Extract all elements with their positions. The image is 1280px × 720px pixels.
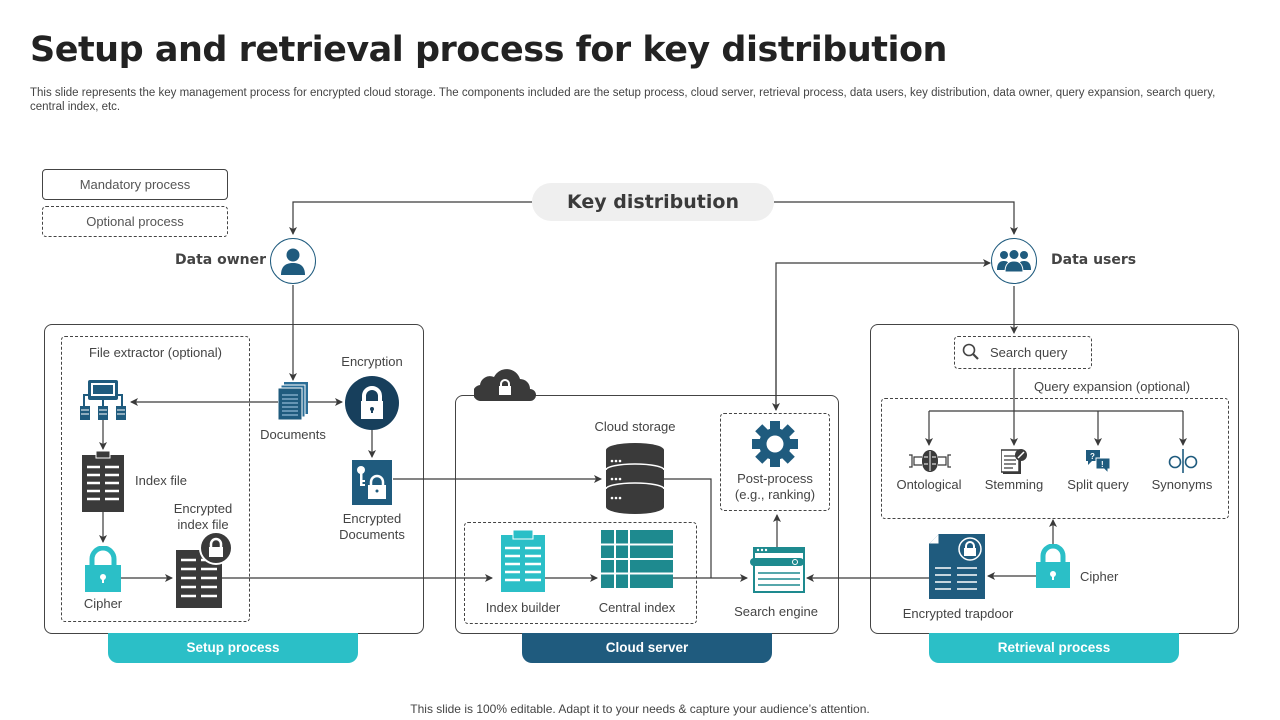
- synonyms-icon: [1168, 448, 1198, 479]
- encryption-icon: [345, 376, 399, 435]
- encrypted-documents-icon: [352, 460, 392, 510]
- users-group-icon: [997, 250, 1031, 272]
- encryption-label: Encryption: [341, 354, 403, 369]
- svg-text:?: ?: [1090, 452, 1095, 461]
- page-title: Setup and retrieval process for key dist…: [30, 30, 947, 70]
- postprocess-to-users-line: [775, 259, 991, 410]
- brain-icon: [908, 449, 952, 478]
- encrypted-trapdoor-label: Encrypted trapdoor: [902, 606, 1014, 621]
- documents-label: Documents: [260, 427, 326, 442]
- retrieval-cipher-label: Cipher: [1080, 569, 1119, 584]
- cloud-server-tag: Cloud server: [522, 633, 772, 663]
- central-index-label: Central index: [598, 600, 676, 615]
- file-extractor-icon: [80, 379, 126, 426]
- data-owner-avatar: [270, 238, 316, 284]
- encrypted-documents-label: Encrypted Documents: [332, 511, 412, 543]
- stemming-icon: [1000, 448, 1027, 479]
- encrypted-index-line2: index file: [177, 517, 229, 532]
- user-icon: [281, 248, 305, 275]
- expansion-split-query-label: Split query: [1067, 477, 1129, 492]
- expansion-stemming-label: Stemming: [984, 477, 1044, 492]
- encrypted-index-file-label: Encrypted index file: [163, 501, 243, 533]
- split-query-icon: ? !: [1086, 448, 1112, 479]
- cloud-lock-icon: [472, 367, 536, 406]
- post-process-box: [720, 413, 830, 511]
- svg-text:!: !: [1101, 460, 1104, 469]
- cloud-storage-label: Cloud storage: [594, 419, 676, 434]
- encrypted-index-line1: Encrypted: [173, 501, 233, 516]
- file-extractor-box: [61, 336, 250, 622]
- gear-icon: [752, 421, 798, 472]
- encrypted-docs-line2: Documents: [339, 527, 405, 542]
- search-icon: [962, 343, 980, 366]
- setup-process-tag: Setup process: [108, 633, 358, 663]
- expansion-synonyms-label: Synonyms: [1151, 477, 1213, 492]
- expansion-ontological-label: Ontological: [896, 477, 962, 492]
- query-expansion-box: [881, 398, 1229, 519]
- legend-mandatory: Mandatory process: [42, 169, 228, 200]
- setup-cipher-label: Cipher: [83, 596, 123, 611]
- search-query-box[interactable]: [954, 336, 1092, 369]
- index-builder-icon: [501, 529, 545, 597]
- data-users-avatar: [991, 238, 1037, 284]
- data-owner-label: Data owner: [175, 252, 266, 268]
- encrypted-trapdoor-icon: [929, 534, 987, 605]
- retrieval-cipher-lock-icon: [1036, 543, 1070, 593]
- post-process-label: Post-process (e.g., ranking): [720, 471, 830, 503]
- encrypted-docs-line1: Encrypted: [342, 511, 402, 526]
- encrypted-index-file-icon: [175, 531, 233, 614]
- key-distribution-node: Key distribution: [532, 183, 774, 221]
- post-process-line1: Post-process: [737, 471, 813, 486]
- index-file-icon: [82, 450, 124, 517]
- retrieval-process-tag: Retrieval process: [929, 633, 1179, 663]
- legend-optional: Optional process: [42, 206, 228, 237]
- index-box: [464, 522, 697, 624]
- page-subtitle: This slide represents the key management…: [30, 87, 1216, 113]
- cloud-storage-database-icon: [605, 443, 665, 519]
- post-process-line2: (e.g., ranking): [734, 487, 816, 502]
- index-builder-label: Index builder: [485, 600, 561, 615]
- cipher-lock-icon: [85, 545, 121, 597]
- file-extractor-label: File extractor (optional): [89, 345, 222, 360]
- documents-icon: [277, 382, 308, 425]
- index-file-label: Index file: [135, 473, 188, 488]
- footer-note: This slide is 100% editable. Adapt it to…: [410, 702, 870, 716]
- search-query-label: Search query: [990, 345, 1068, 360]
- central-index-icon: [601, 530, 673, 593]
- search-engine-label: Search engine: [734, 604, 818, 619]
- data-users-label: Data users: [1051, 252, 1137, 268]
- query-expansion-label: Query expansion (optional): [1034, 379, 1191, 394]
- kd-to-owner-line: [289, 201, 532, 235]
- storage-to-search-line: [664, 478, 712, 578]
- kd-to-users-line: [774, 201, 1018, 235]
- search-engine-icon: [750, 547, 806, 598]
